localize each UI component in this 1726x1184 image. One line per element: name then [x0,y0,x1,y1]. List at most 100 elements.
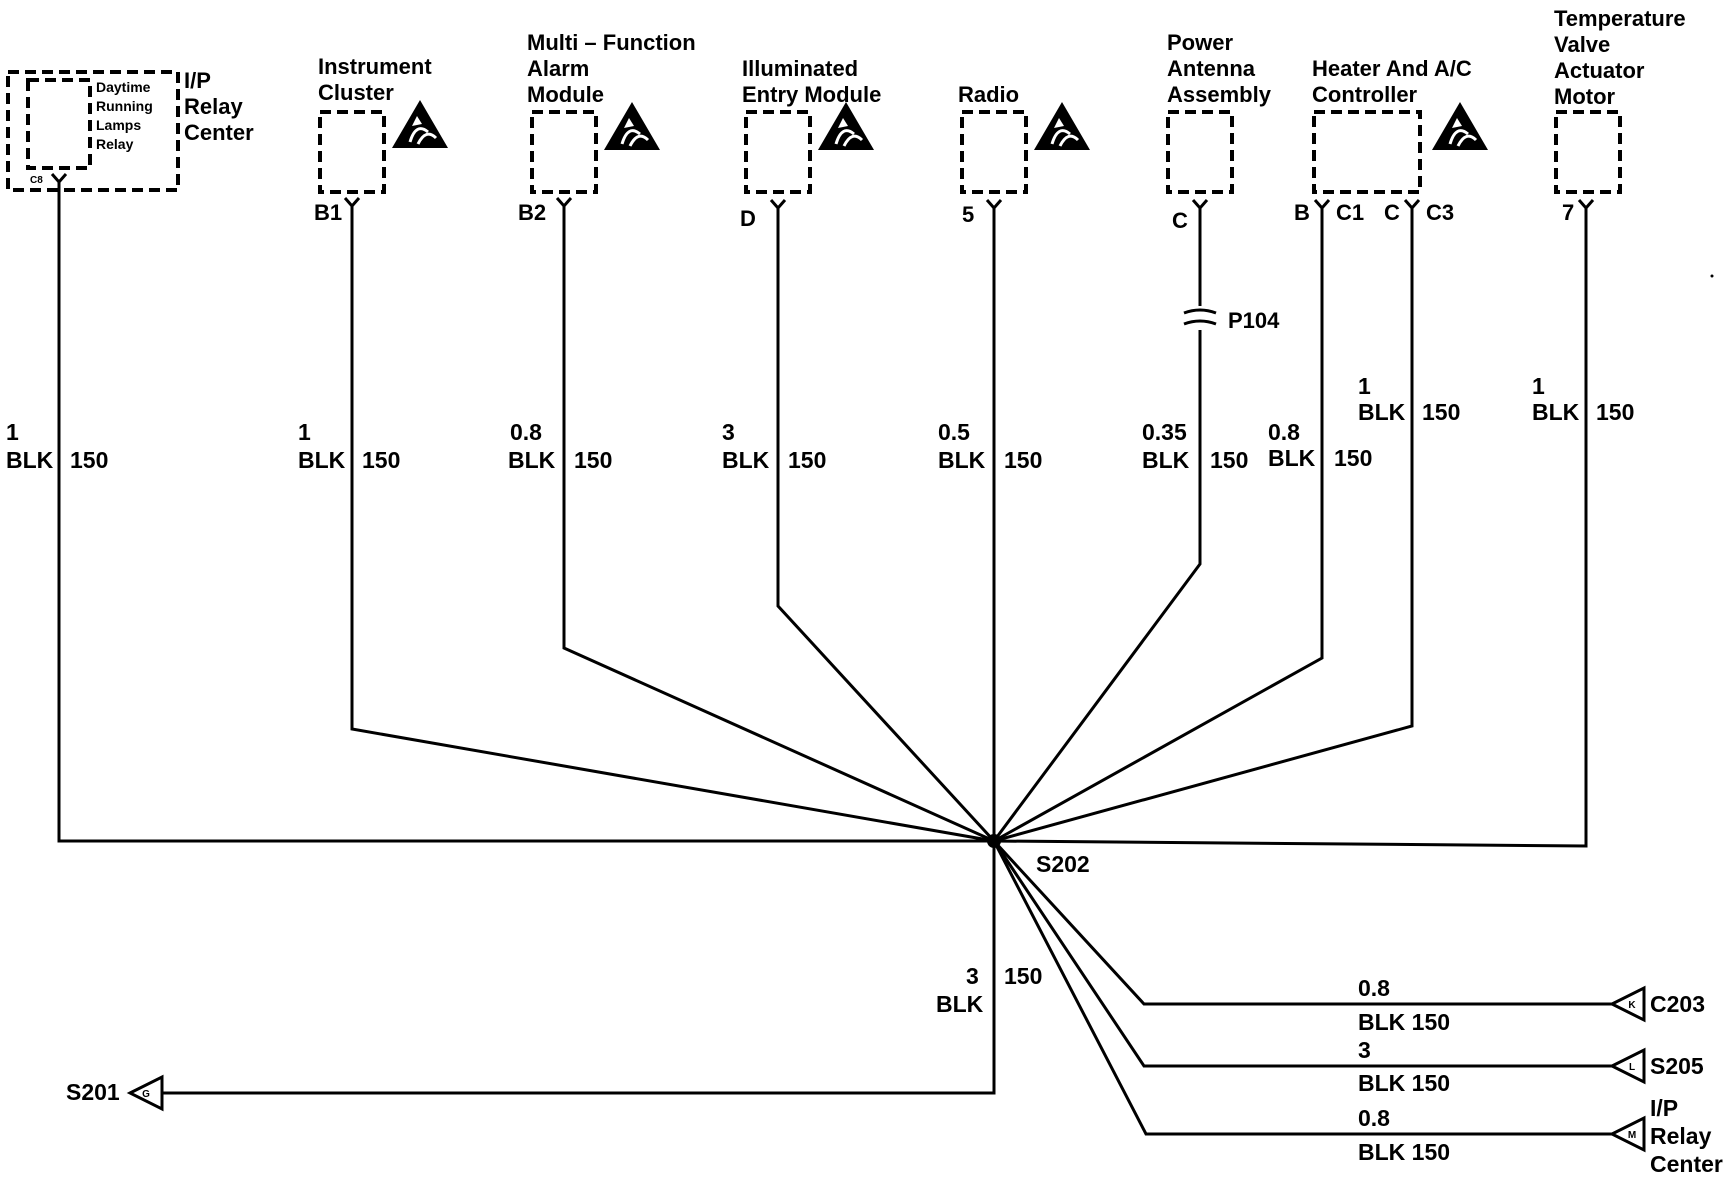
destination-c203-label: C203 [1650,991,1705,1017]
inline-connector-icon [1183,319,1217,326]
wire-hvac-c [993,216,1414,843]
wire-s201-size: 3 [966,963,979,989]
wire-antenna-circuit: 150 [1210,447,1248,473]
esd-sensitive-warning-icon [390,98,450,150]
power-antenna-label-line-1: Power [1167,30,1233,55]
hvac-label-line-1: Heater And A/C [1312,56,1472,81]
pin-c1-label: C1 [1336,200,1364,225]
destination-s205: L S205 [1608,1047,1704,1085]
wire-relay-size: 1 [6,419,19,445]
esd-sensitive-warning-icon [602,100,662,152]
esd-sensitive-warning-icon [1032,100,1092,152]
wires [57,190,1714,1136]
p104-label: P104 [1228,308,1280,333]
pin-b1-label: B1 [314,200,342,225]
destination-ip-relay-label-line-1: I/P [1650,1095,1678,1121]
wire-cluster-size: 1 [298,419,311,445]
connector-pin-y-icon [769,199,787,216]
temp-valve-label-line-1: Temperature [1554,6,1686,31]
power-antenna-label-line-3: Assembly [1167,82,1272,107]
connector-pin-y-icon [1191,199,1209,216]
wire-relay-color: BLK [6,447,54,473]
relay-label-line-1: Daytime [96,79,151,95]
mfam-box [530,110,598,194]
connector-pins [50,173,1595,216]
wire-hvac-b-color: BLK [1268,445,1316,471]
mfam-label-line-3: Module [527,82,604,107]
wire-s201 [162,841,996,1095]
pin-c-antenna-label: C [1172,208,1188,233]
wire-relay [57,190,994,843]
wire-c203-size: 0.8 [1358,975,1390,1001]
wire-mfam [562,214,995,843]
wire-mfam-color: BLK [508,447,556,473]
wire-hvac-c-color: BLK [1358,399,1406,425]
instrument-cluster-box [318,110,386,194]
temp-valve-label-line-4: Motor [1554,84,1616,109]
temperature-valve-actuator-motor-component: Temperature Valve Actuator Motor [1554,6,1686,194]
pin-5-label: 5 [962,202,974,227]
destination-ip-relay-center: M I/P Relay Center [1608,1095,1723,1177]
wire-antenna [992,216,1202,842]
power-antenna-box [1166,110,1234,194]
connector-pin-y-icon [343,197,361,214]
wire-entry-color: BLK [722,447,770,473]
mfam-label-line-2: Alarm [527,56,589,81]
destination-s205-label: S205 [1650,1053,1704,1079]
multi-function-alarm-module-component: Multi – Function Alarm Module [527,30,696,194]
destination-s201: G S201 [66,1074,164,1112]
wire-cluster-circuit: 150 [362,447,400,473]
wire-s205-size: 3 [1358,1037,1371,1063]
arrow-letter-l: L [1629,1062,1635,1073]
ip-relay-center-label-line-2: Relay [184,94,243,119]
wire-destination-arrow-icon [1608,1115,1646,1153]
wire-temp [993,216,1588,848]
wire-hvac-c-size: 1 [1358,373,1371,399]
heater-ac-controller-component: Heater And A/C Controller [1312,56,1490,194]
wire-cluster [350,214,995,843]
wire-s201-circuit: 150 [1004,963,1042,989]
wire-ip-relay-color-circuit: BLK 150 [1358,1139,1450,1165]
wire-radio-color: BLK [938,447,986,473]
ip-relay-center-label-line-3: Center [184,120,254,145]
arrow-letter-m: M [1628,1130,1636,1141]
instrument-cluster-component: Instrument Cluster [318,54,450,194]
wire-temp-color: BLK [1532,399,1580,425]
wire-ip-relay-center [992,840,1612,1136]
power-antenna-label-line-2: Antenna [1167,56,1256,81]
wire-radio-size: 0.5 [938,419,970,445]
splice-point [987,834,1001,848]
instrument-cluster-label-line-2: Cluster [318,80,394,105]
wire-destination-arrow-icon [126,1074,164,1112]
hvac-label-line-2: Controller [1312,82,1418,107]
connector-pin-y-icon [1313,199,1331,216]
daytime-running-lamps-relay-box [26,78,92,170]
wire-radio-circuit: 150 [1004,447,1042,473]
illuminated-entry-label-line-2: Entry Module [742,82,881,107]
wire-antenna-size: 0.35 [1142,419,1187,445]
pin-c3-label: C3 [1426,200,1454,225]
splice-s202-label: S202 [1036,851,1090,877]
wire-relay-circuit: 150 [70,447,108,473]
wire-entry [776,216,996,843]
wire-labels: 1 BLK 150 1 BLK 150 0.8 BLK 150 3 BLK 15… [6,373,1634,1165]
wire-mfam-size: 0.8 [510,419,542,445]
connector-c8-label: C8 [30,175,43,186]
relay-label-line-3: Lamps [96,117,141,133]
destination-s201-label: S201 [66,1079,120,1105]
hvac-box [1312,110,1422,194]
wire-c203 [992,839,1612,1006]
ip-relay-center-box [6,70,180,192]
p104-inline-connector: P104 [1183,308,1280,333]
connector-pin-y-icon [50,173,68,190]
wire-destination-arrow-icon [1608,1047,1646,1085]
wire-ip-relay-size: 0.8 [1358,1105,1390,1131]
pin-7-label: 7 [1562,200,1574,225]
inline-connector-icon [1183,308,1217,315]
ip-relay-center-label-line-1: I/P [184,68,211,93]
wire-hvac-c-circuit: 150 [1422,399,1460,425]
temp-valve-label-line-2: Valve [1554,32,1610,57]
wire-entry-circuit: 150 [788,447,826,473]
connector-pin-y-icon [985,199,1003,216]
